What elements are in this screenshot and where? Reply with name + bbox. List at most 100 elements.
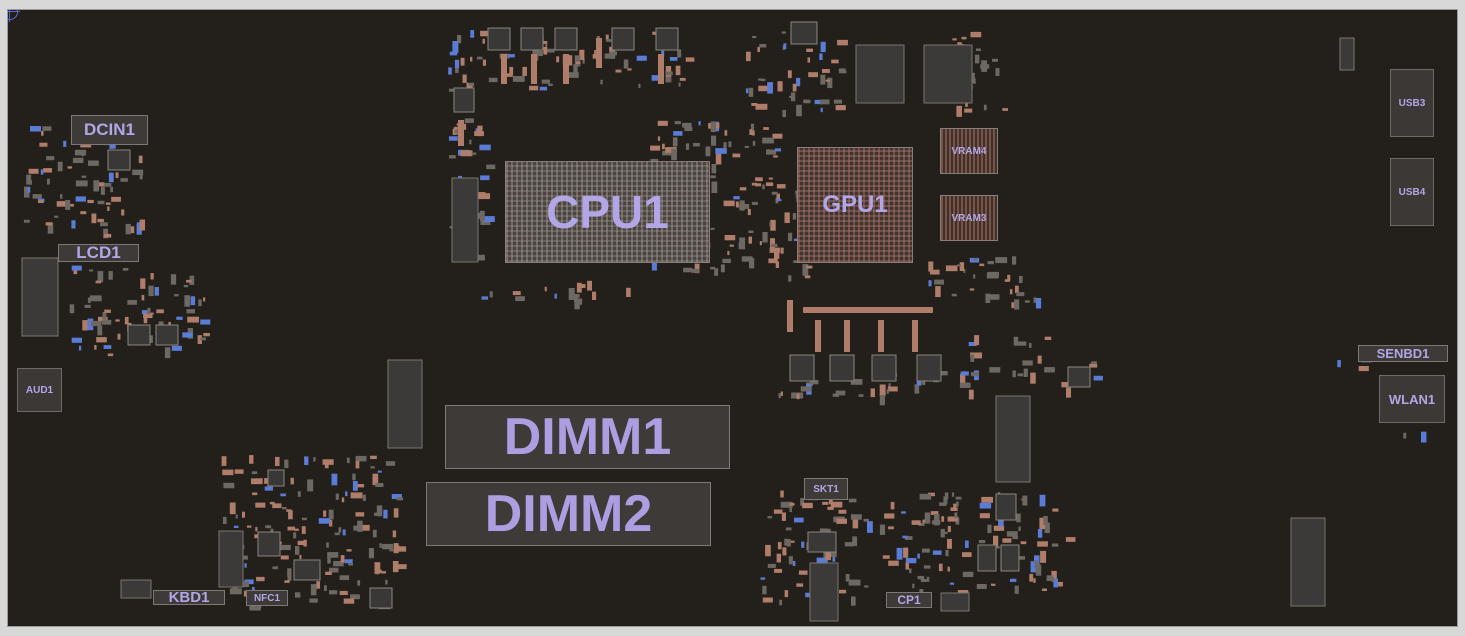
smd-part xyxy=(460,57,465,66)
smd-part xyxy=(778,393,781,399)
smd-part xyxy=(1046,575,1053,579)
smd-part xyxy=(669,57,678,61)
smd-part xyxy=(806,48,813,52)
smd-part xyxy=(787,70,792,79)
smd-part xyxy=(792,213,797,220)
smd-part xyxy=(1039,494,1046,507)
copper-pad xyxy=(563,54,569,84)
smd-part xyxy=(1002,538,1012,543)
smd-part xyxy=(662,150,672,156)
smd-part xyxy=(96,337,107,343)
dimm1-slot[interactable]: DIMM1 xyxy=(445,405,730,469)
smd-part xyxy=(574,298,580,310)
smd-part xyxy=(284,459,289,469)
smd-part xyxy=(781,512,786,521)
copper-pad xyxy=(501,54,507,84)
smd-part xyxy=(771,243,778,248)
smd-part xyxy=(1014,299,1020,310)
smd-part xyxy=(779,599,783,606)
ic-package xyxy=(995,493,1017,521)
smd-part xyxy=(1009,289,1013,295)
smd-part xyxy=(1044,336,1052,340)
smd-part xyxy=(947,566,950,572)
smd-part xyxy=(905,558,917,564)
smd-part xyxy=(771,191,778,195)
smd-part xyxy=(477,125,483,137)
copper-pad xyxy=(878,320,884,352)
aud1-component[interactable]: AUD1 xyxy=(17,368,62,412)
smd-part xyxy=(600,79,603,85)
smd-part xyxy=(825,79,830,82)
smd-part xyxy=(835,390,846,396)
dcin1-connector[interactable]: DCIN1 xyxy=(71,115,148,145)
vram4-component[interactable]: VRAM4 xyxy=(940,128,998,174)
smd-part xyxy=(370,466,375,469)
ic-package xyxy=(127,324,151,346)
smd-part xyxy=(223,516,227,525)
usb4-port[interactable]: USB4 xyxy=(1390,158,1434,226)
smd-part xyxy=(223,482,235,489)
smd-part xyxy=(751,201,758,205)
smd-part xyxy=(463,123,467,130)
nfc1-connector[interactable]: NFC1 xyxy=(246,590,288,606)
smd-part xyxy=(115,319,120,322)
copper-pad xyxy=(815,320,821,352)
kbd1-connector[interactable]: KBD1 xyxy=(153,589,225,606)
smd-part xyxy=(1089,363,1098,368)
smd-part xyxy=(909,568,912,574)
smd-part xyxy=(449,155,456,159)
smd-part xyxy=(149,335,153,343)
smd-part xyxy=(304,456,309,466)
usb3-port[interactable]: USB3 xyxy=(1390,69,1434,137)
vram3-component[interactable]: VRAM3 xyxy=(940,195,998,241)
smd-part xyxy=(714,268,719,276)
wlan1-module[interactable]: WLAN1 xyxy=(1379,375,1445,423)
smd-part xyxy=(54,215,59,218)
smd-part xyxy=(924,512,931,524)
smd-part xyxy=(827,506,834,510)
smd-part xyxy=(357,520,363,532)
smd-part xyxy=(307,479,314,492)
pcb-board: CPU1 GPU1 VRAM4 VRAM3 DIMM1 DIMM2 DCIN1 … xyxy=(8,10,1457,626)
skt1-connector[interactable]: SKT1 xyxy=(804,478,848,500)
smd-part xyxy=(776,184,786,189)
smd-part xyxy=(1022,495,1028,506)
smd-part xyxy=(879,384,886,397)
smd-part xyxy=(711,135,717,146)
smd-part xyxy=(68,203,74,207)
smd-part xyxy=(140,278,146,289)
smd-part xyxy=(919,493,932,500)
cp1-component[interactable]: CP1 xyxy=(886,592,932,608)
smd-part xyxy=(691,268,700,273)
smd-part xyxy=(767,563,776,568)
smd-part xyxy=(355,460,360,469)
smd-part xyxy=(243,590,247,597)
copper-pad xyxy=(596,38,602,68)
ic-package xyxy=(453,87,475,113)
smd-part xyxy=(93,180,100,192)
smd-part xyxy=(512,76,525,82)
dimm2-slot[interactable]: DIMM2 xyxy=(426,482,711,546)
lcd1-connector[interactable]: LCD1 xyxy=(58,243,139,262)
smd-part xyxy=(377,470,382,473)
smd-part xyxy=(1017,556,1026,560)
smd-part xyxy=(94,345,97,350)
smd-part xyxy=(324,585,327,591)
smd-part xyxy=(800,386,812,392)
smd-part xyxy=(284,580,290,583)
senbd1-connector[interactable]: SENBD1 xyxy=(1358,345,1448,362)
smd-part xyxy=(710,121,717,133)
smd-part xyxy=(932,550,942,555)
gpu1-component[interactable]: GPU1 xyxy=(797,147,913,263)
smd-part xyxy=(770,219,776,231)
smd-part xyxy=(710,175,716,179)
ic-package xyxy=(107,149,131,171)
smd-part xyxy=(605,34,609,41)
smd-part xyxy=(255,527,258,532)
smd-part xyxy=(466,82,469,88)
smd-part xyxy=(804,275,811,279)
smd-part xyxy=(466,82,475,87)
cpu1-component[interactable]: CPU1 xyxy=(505,161,710,263)
smd-part xyxy=(803,99,811,104)
smd-part xyxy=(944,492,949,500)
